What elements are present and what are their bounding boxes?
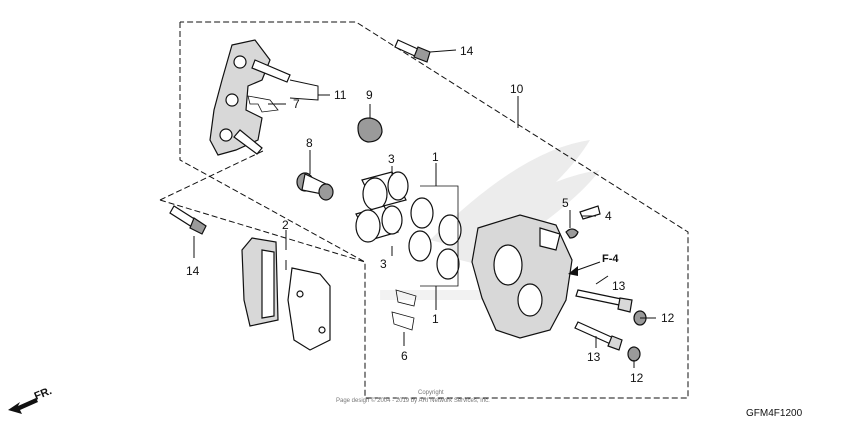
copyright-line-1: Copyright: [418, 390, 444, 396]
callout-1-top: 1: [432, 150, 439, 164]
callout-2: 2: [282, 218, 289, 232]
piston-upper[interactable]: [361, 171, 409, 211]
bleeder-cap[interactable]: [565, 228, 579, 239]
piston-lower[interactable]: [355, 205, 403, 243]
bleeder-valve[interactable]: [579, 205, 601, 220]
diagram-code: GFM4F1200: [746, 408, 803, 419]
pin-plug-lower[interactable]: [627, 346, 641, 362]
front-arrow-icon: [8, 398, 38, 414]
caliper-bracket[interactable]: [209, 39, 291, 156]
callout-13-bottom: 13: [587, 350, 601, 364]
callout-14-bottom: 14: [186, 264, 200, 278]
callout-1-bottom: 1: [432, 312, 439, 326]
callout-11: 11: [334, 88, 347, 102]
callout-9: 9: [366, 88, 373, 102]
slide-pin[interactable]: [296, 172, 334, 201]
bolt-top[interactable]: [394, 39, 431, 63]
callout-14-top: 14: [460, 44, 474, 58]
pad-pin-upper[interactable]: [575, 289, 633, 313]
front-marker: FR.: [33, 385, 54, 403]
callout-f4: F-4: [602, 253, 619, 265]
callout-12-top: 12: [661, 311, 675, 325]
callout-5: 5: [562, 196, 569, 210]
pad-pin-lower[interactable]: [574, 321, 623, 351]
callout-12-bottom: 12: [630, 371, 644, 385]
callout-labels: 14 11 7 9 10 8 3 1 5 4 2 14 3 F-4 13 12 …: [186, 44, 675, 385]
callout-4: 4: [605, 209, 612, 223]
copyright-line-2: Page design © 2004 - 2019 by ARI Network…: [336, 397, 490, 404]
boot[interactable]: [357, 117, 383, 143]
callout-3-top: 3: [388, 152, 395, 166]
section-arrow: [568, 261, 601, 276]
callout-3-bottom: 3: [380, 257, 387, 271]
brake-pad-inner[interactable]: [241, 237, 279, 327]
assembly-outline: [159, 21, 689, 399]
callout-7: 7: [293, 97, 300, 111]
pad-retainer[interactable]: [247, 95, 279, 113]
piston-seals[interactable]: [408, 185, 462, 287]
callout-10: 10: [510, 82, 524, 96]
callout-6: 6: [401, 349, 408, 363]
brake-pad-outer[interactable]: [287, 267, 331, 351]
pad-spring[interactable]: [391, 289, 417, 331]
caliper-body[interactable]: [471, 214, 573, 339]
callout-8: 8: [306, 136, 313, 150]
bolt-bottom[interactable]: [169, 205, 207, 235]
callout-13-top: 13: [612, 279, 626, 293]
leader-lines: [193, 49, 656, 368]
